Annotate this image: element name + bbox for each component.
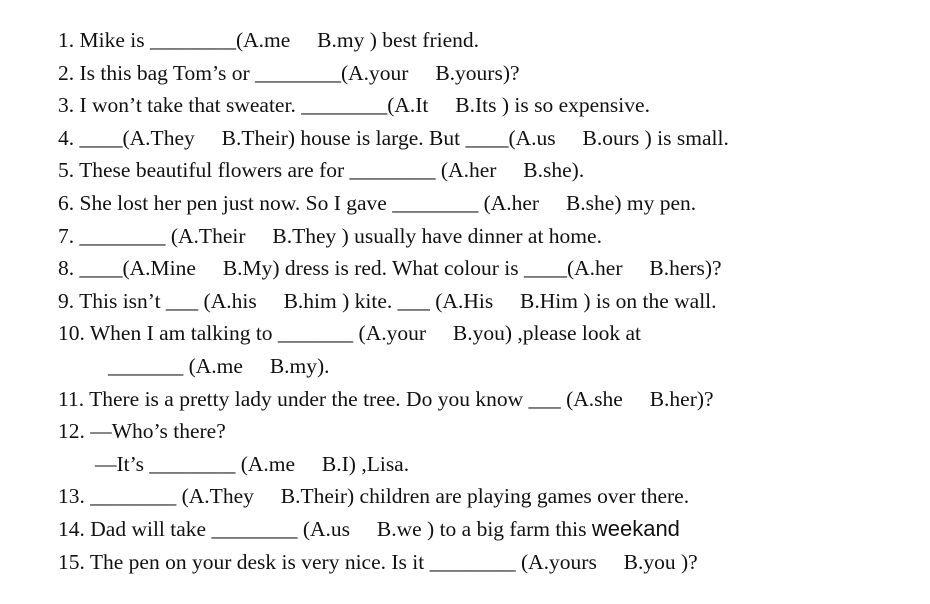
exercise-line: 9. This isn’t ___ (A.his B.him ) kite. _… (58, 285, 918, 318)
exercise-text: weekand (591, 515, 680, 541)
exercise-line: 7. ________ (A.Their B.They ) usually ha… (58, 220, 918, 253)
exercise-line: 3. I won’t take that sweater. ________(A… (58, 89, 918, 122)
exercise-line: —It’s ________ (A.me B.I) ,Lisa. (58, 448, 918, 481)
exercise-line: 15. The pen on your desk is very nice. I… (58, 546, 918, 579)
exercise-line: 14. Dad will take ________ (A.us B.we ) … (58, 513, 918, 546)
exercise-line: 4. ____(A.They B.Their) house is large. … (58, 122, 918, 155)
exercise-line: 12. —Who’s there? (58, 415, 918, 448)
exercise-text: 7. ________ (A.Their B.They ) usually ha… (58, 223, 602, 248)
exercise-text: 15. The pen on your desk is very nice. I… (58, 549, 698, 574)
exercise-text: 11. There is a pretty lady under the tre… (58, 386, 714, 411)
exercise-line: 13. ________ (A.They B.Their) children a… (58, 480, 918, 513)
exercise-text: 6. She lost her pen just now. So I gave … (58, 190, 697, 215)
exercise-text: 12. —Who’s there? (58, 419, 226, 444)
exercise-text: 5. These beautiful flowers are for _____… (58, 158, 585, 183)
exercise-text: 14. Dad will take ________ (A.us B.we ) … (58, 516, 592, 541)
exercise-text: 1. Mike is ________(A.me B.my ) best fri… (58, 28, 479, 52)
exercise-text: 9. This isn’t ___ (A.his B.him ) kite. _… (58, 288, 717, 313)
exercise-sheet: 1. Mike is ________(A.me B.my ) best fri… (58, 24, 918, 578)
exercise-text: 8. ____(A.Mine B.My) dress is red. What … (58, 256, 722, 281)
exercise-text: _______ (A.me B.my). (108, 353, 330, 378)
exercise-text: 2. Is this bag Tom’s or ________(A.your … (58, 60, 520, 85)
exercise-text: 3. I won’t take that sweater. ________(A… (58, 93, 650, 118)
exercise-line: 6. She lost her pen just now. So I gave … (58, 187, 918, 220)
exercise-line: 5. These beautiful flowers are for _____… (58, 154, 918, 187)
exercise-line: 11. There is a pretty lady under the tre… (58, 383, 918, 416)
exercise-text: —It’s ________ (A.me B.I) ,Lisa. (95, 451, 410, 476)
exercise-line: 1. Mike is ________(A.me B.my ) best fri… (58, 24, 918, 57)
exercise-text: 13. ________ (A.They B.Their) children a… (58, 484, 690, 509)
exercise-line: _______ (A.me B.my). (58, 350, 918, 383)
exercise-text: 4. ____(A.They B.Their) house is large. … (58, 125, 729, 150)
exercise-line: 2. Is this bag Tom’s or ________(A.your … (58, 57, 918, 90)
exercise-text: 10. When I am talking to _______ (A.your… (58, 321, 641, 346)
exercise-line: 8. ____(A.Mine B.My) dress is red. What … (58, 252, 918, 285)
exercise-line: 10. When I am talking to _______ (A.your… (58, 317, 918, 350)
